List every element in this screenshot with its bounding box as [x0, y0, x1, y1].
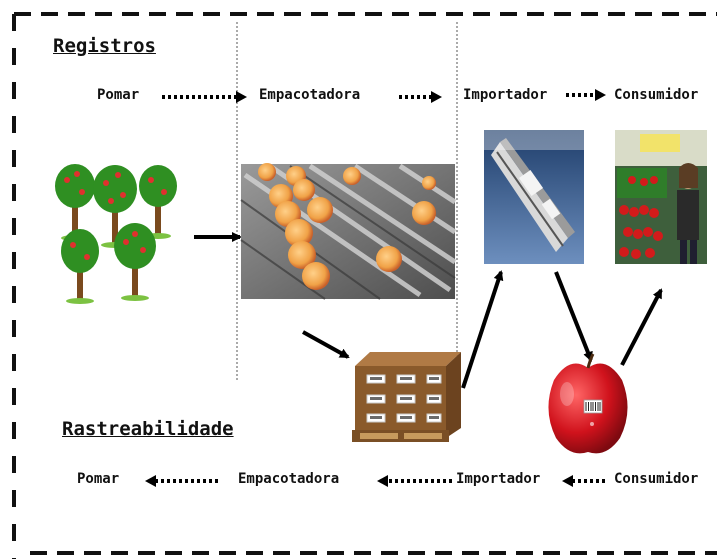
arrow-apple-to-store	[620, 288, 663, 366]
registros-stage-importador: Importador	[463, 87, 548, 103]
registros-title: Registros	[53, 35, 156, 57]
cargo-ship-photo	[484, 130, 584, 264]
grocery-store-photo	[615, 130, 707, 264]
registros-stage-pomar: Pomar	[97, 87, 140, 103]
registros-stage-consumidor: Consumidor	[614, 87, 699, 103]
registros-flow-arrows	[162, 89, 606, 103]
orchard-trees-icon	[55, 164, 177, 304]
arrow-head-icon	[562, 475, 573, 487]
arrow-head-icon	[377, 475, 388, 487]
packing-line-photo	[240, 163, 457, 300]
pallet-icon	[352, 352, 461, 442]
apple-with-label-icon	[548, 353, 628, 454]
arrow-head-icon	[595, 89, 606, 101]
rastreabilidade-stage-empacotadora: Empacotadora	[238, 471, 340, 487]
arrow-ship-to-apple	[554, 271, 593, 362]
arrow-head-icon	[431, 91, 442, 103]
rastreabilidade-flow-arrows	[145, 475, 605, 487]
rastreabilidade-stage-pomar: Pomar	[77, 471, 120, 487]
arrow-head-icon	[236, 91, 247, 103]
arrow-head-icon	[145, 475, 156, 487]
rastreabilidade-title: Rastreabilidade	[62, 418, 234, 440]
rastreabilidade-stage-importador: Importador	[456, 471, 541, 487]
rastreabilidade-stage-consumidor: Consumidor	[614, 471, 699, 487]
arrow-pallet-to-ship	[461, 270, 504, 389]
arrow-packing-to-pallet	[302, 330, 350, 359]
registros-stage-empacotadora: Empacotadora	[259, 87, 361, 103]
